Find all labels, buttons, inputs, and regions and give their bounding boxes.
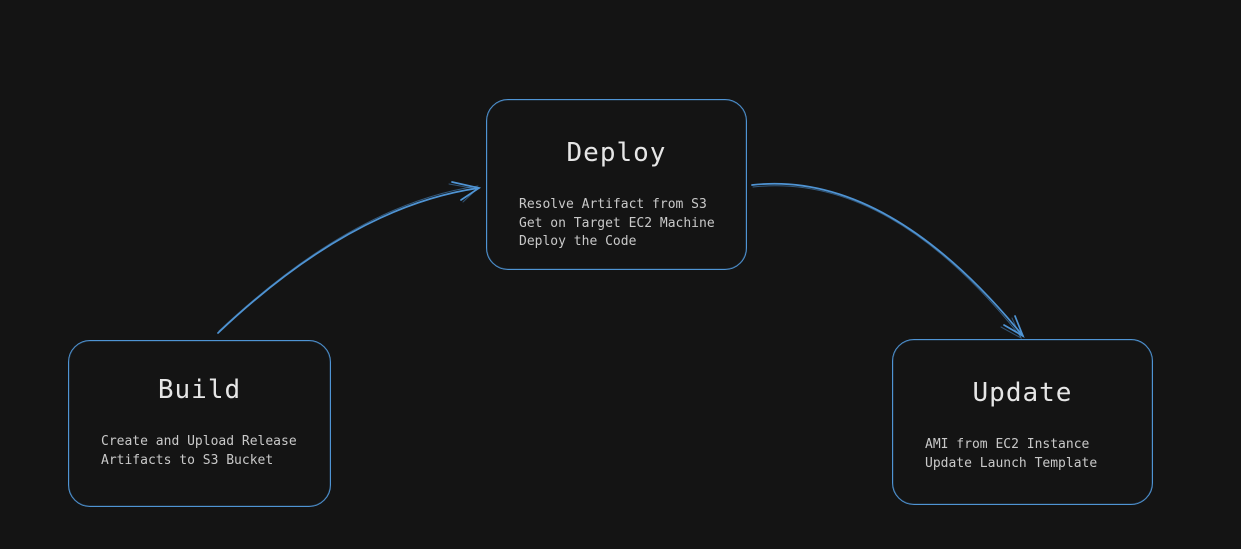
arrowhead-icon — [451, 181, 482, 201]
node-build[interactable]: Build Create and Upload Release Artifact… — [68, 340, 331, 507]
node-update[interactable]: Update AMI from EC2 Instance Update Laun… — [892, 339, 1153, 505]
arrow-deploy-to-update[interactable] — [751, 182, 1025, 340]
node-build-description: Create and Upload Release Artifacts to S… — [101, 434, 297, 468]
node-build-title: Build — [157, 375, 242, 405]
node-update-description: AMI from EC2 Instance Update Launch Temp… — [925, 437, 1098, 471]
arrow-build-to-deploy[interactable] — [217, 181, 482, 334]
node-update-title: Update — [972, 378, 1073, 408]
node-deploy[interactable]: Deploy Resolve Artifact from S3 Get on T… — [486, 99, 747, 270]
node-deploy-description: Resolve Artifact from S3 Get on Target E… — [519, 197, 715, 249]
node-deploy-title: Deploy — [566, 138, 667, 168]
arrowhead-icon — [1003, 315, 1025, 338]
